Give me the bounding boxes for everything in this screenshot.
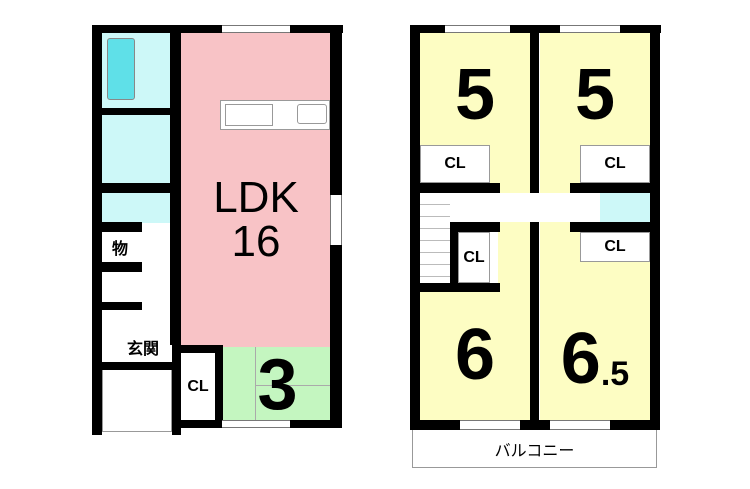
room-size-top-right: 5 [574,55,616,135]
room-size-bottom-right: 6 .5 [560,319,630,399]
sink-icon [225,104,273,126]
room-size-top-left: 5 [454,55,496,135]
entrance-label: 玄関 [126,341,159,358]
bathtub [107,38,135,100]
washroom [102,115,170,183]
ldk-label: LDK 16 [213,173,299,266]
closet-top-right: CL [580,145,650,183]
ldk-room [181,33,331,347]
room-size-bottom-left: 6 [454,315,496,395]
closet-bottom-right: CL [580,232,650,262]
storage-label: 物 [111,241,128,258]
closet-hall: CL [458,232,490,283]
first-floor-plan: CL 物 玄関 LDK 16 3 [0,0,360,489]
bedroom-bottom-left [420,283,530,420]
tatami-size-label: 3 [257,345,298,425]
toilet-2f [600,193,650,222]
stove-icon [297,104,327,124]
balcony: バルコニー [412,430,657,468]
closet-top-left: CL [420,145,490,183]
closet-1f: CL [181,353,215,420]
stairs [420,193,450,283]
toilet-room [102,193,170,223]
